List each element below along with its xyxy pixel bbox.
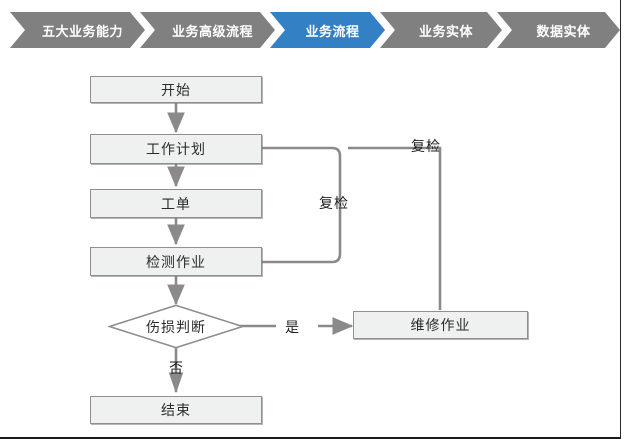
node-work-plan[interactable]: 工作计划 [90,134,262,164]
node-work-order-label: 工单 [161,195,191,212]
node-start[interactable]: 开始 [90,76,262,103]
node-work-order[interactable]: 工单 [90,189,262,218]
breadcrumb-item-4-label: 业务实体 [418,23,473,39]
node-start-label: 开始 [161,81,191,98]
breadcrumb-item-1-label: 五大业务能力 [41,23,123,39]
edge-recheck-outer [348,146,442,310]
breadcrumb-item-5[interactable]: 数据实体 [497,12,620,48]
breadcrumb-item-5-label: 数据实体 [536,23,591,39]
flow-connectors [167,103,442,394]
node-decision[interactable]: 伤损判断 [108,304,244,349]
node-repair-label: 维修作业 [410,317,471,333]
edge-label-yes: 是 [285,319,300,335]
diamond-shape [108,304,244,349]
breadcrumb: 五大业务能力 业务高级流程 业务流程 业务实体 数据实体 [0,12,634,48]
breadcrumb-item-2[interactable]: 业务高级流程 [140,12,275,48]
edge-label-recheck-inner: 复检 [319,195,349,211]
breadcrumb-item-3-label: 业务流程 [305,23,360,39]
edge-label-no: 否 [169,360,184,376]
node-work-plan-label: 工作计划 [146,141,206,157]
breadcrumb-item-2-label: 业务高级流程 [171,23,253,39]
page-right-rule [620,0,621,439]
page-bottom-rule [0,437,621,439]
breadcrumb-item-3[interactable]: 业务流程 [270,12,385,48]
node-inspection-label: 检测作业 [146,253,206,270]
node-end[interactable]: 结束 [90,396,262,424]
breadcrumb-item-4[interactable]: 业务实体 [380,12,502,48]
edge-recheck-inner [198,139,342,264]
node-inspection[interactable]: 检测作业 [90,247,262,276]
edge-label-recheck-outer: 复检 [411,138,441,154]
node-end-label: 结束 [161,402,191,418]
node-repair[interactable]: 维修作业 [353,311,528,339]
flowchart: 开始 工作计划 工单 检测作业 伤损判断 维修作业 结束 是 否 复检 复检 [0,48,634,439]
breadcrumb-item-1[interactable]: 五大业务能力 [10,12,145,48]
